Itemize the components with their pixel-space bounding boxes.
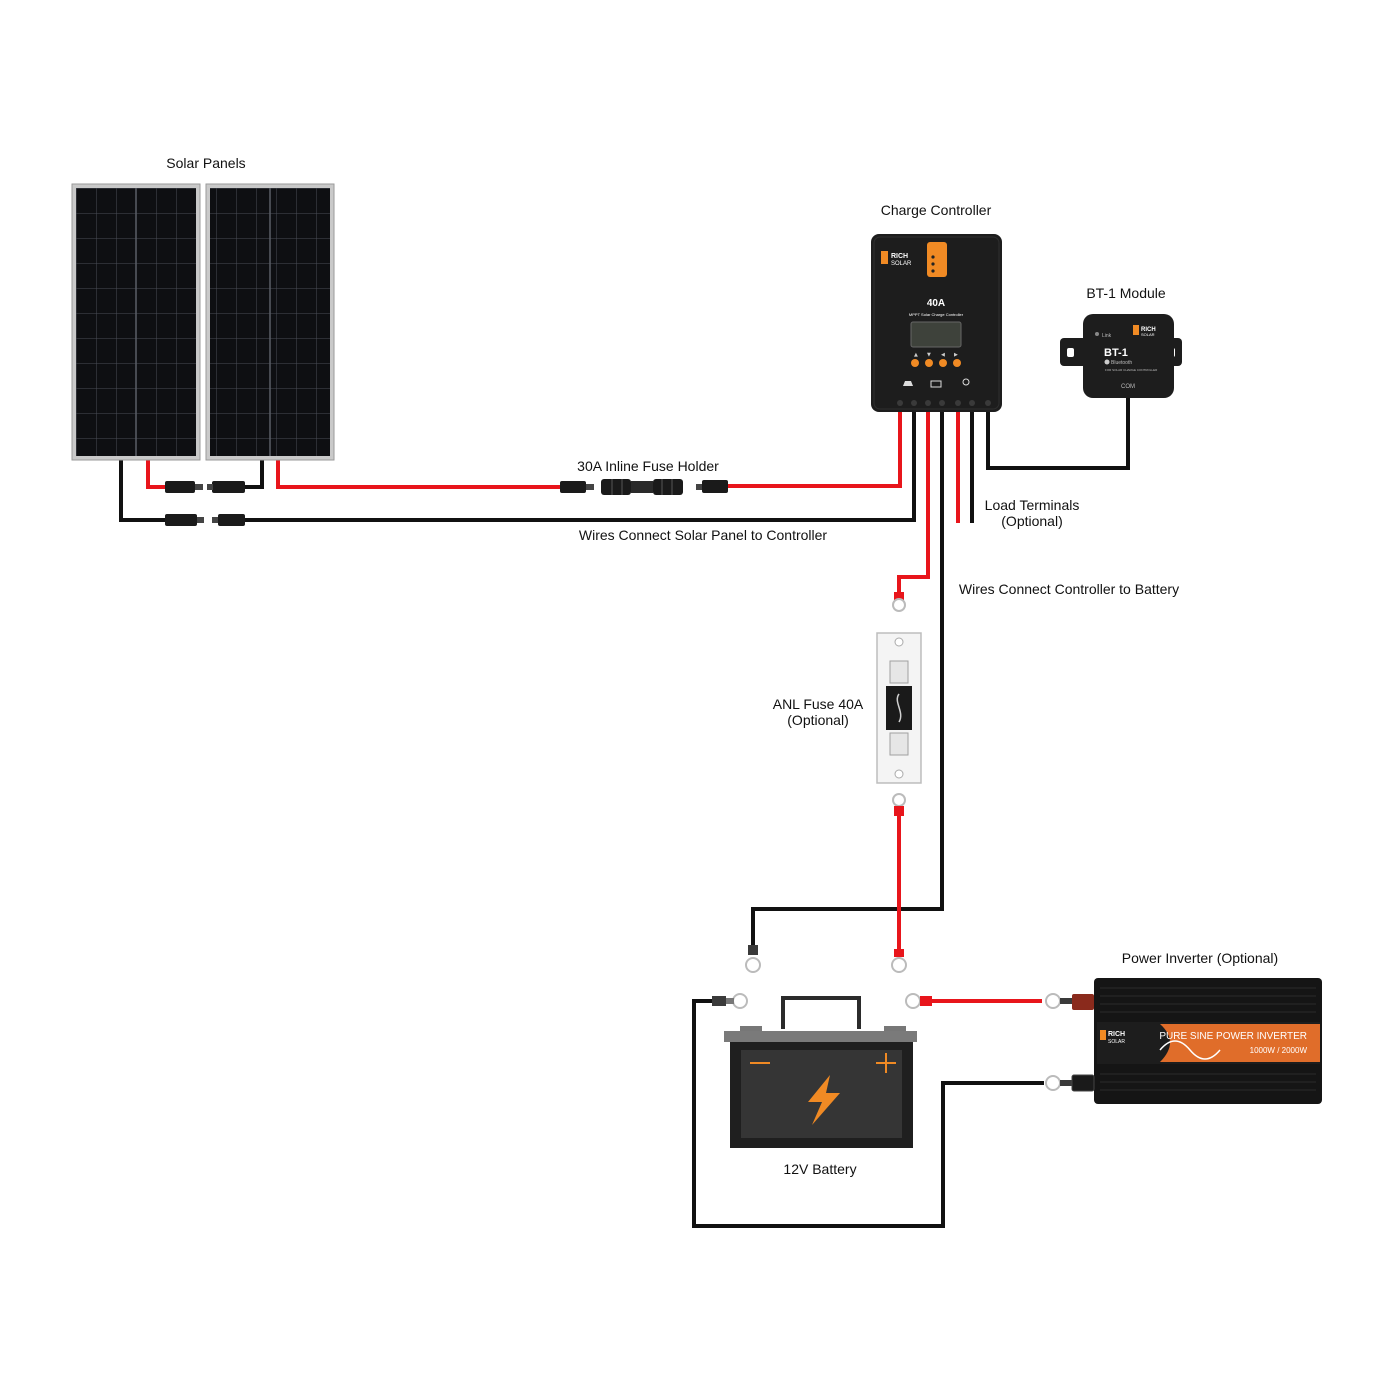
ring-terminal-fuse-top-in [892, 592, 906, 612]
inverter-negative-post [1071, 1074, 1095, 1092]
solar-panel-left [71, 183, 201, 461]
label-anl-fuse-optional: (Optional) [787, 712, 848, 728]
controller-button-3[interactable] [939, 359, 947, 367]
controller-logo-badge [881, 251, 888, 264]
left-arrow-icon: ◀ [941, 352, 945, 358]
controller-button-1[interactable] [911, 359, 919, 367]
controller-button-2[interactable] [925, 359, 933, 367]
ring-terminal-fuse-bottom-out [892, 793, 906, 816]
battery-handle [781, 996, 861, 1029]
bt1-port-label: COM [1121, 384, 1135, 390]
label-power-inverter: Power Inverter (Optional) [1122, 950, 1278, 966]
battery-terminal-icon [930, 380, 942, 388]
solar-panel-right [205, 183, 335, 461]
solar-panels [71, 183, 335, 461]
inverter-title: PURE SINE POWER INVERTER [1159, 1031, 1307, 1042]
inline-fuse-holder [560, 479, 728, 495]
diagram-labels: Solar Panels Charge Controller BT-1 Modu… [166, 155, 1278, 1177]
mc4-connector-pv-neg-2 [212, 514, 245, 526]
bt1-bluetooth-label: Bluetooth [1111, 360, 1132, 366]
bt1-brand-line2: SOLAR [1141, 332, 1155, 337]
panel1-positive-wire [146, 460, 165, 489]
pv-negative-wire-to-controller [245, 412, 916, 522]
bt1-com-cable [986, 398, 1130, 470]
ring-terminal-battery-neg-out [712, 993, 748, 1009]
label-battery: 12V Battery [783, 1161, 856, 1177]
lightning-bolt-icon [808, 1075, 840, 1125]
ring-terminal-battery-pos-out [905, 993, 932, 1009]
ring-terminal-inverter-pos [1045, 993, 1072, 1009]
battery-plus-icon [876, 1053, 896, 1073]
ring-terminal-battery-pos-in [891, 949, 907, 973]
solar-terminal-icon [903, 381, 913, 386]
controller-terminal-screws [897, 400, 991, 406]
battery [712, 945, 932, 1148]
power-inverter: RICH SOLAR PURE SINE POWER INVERTER 1000… [1045, 978, 1322, 1104]
battery-negative-wire [751, 412, 944, 948]
label-solar-panels: Solar Panels [166, 155, 245, 171]
bt1-link-led [1095, 332, 1099, 336]
pv-negative-wire [119, 460, 165, 522]
label-anl-fuse: ANL Fuse 40A [773, 696, 864, 712]
pv-positive-wire [276, 460, 560, 489]
inverter-heatsink-fins [1100, 987, 1316, 1091]
down-arrow-icon: ▼ [927, 352, 931, 358]
bt1-module: Link RICH SOLAR BT-1 Bluetooth FOR SOLAR… [1060, 314, 1182, 398]
controller-brand-line1: RICH [891, 253, 908, 260]
label-bt1-module: BT-1 Module [1086, 285, 1166, 301]
inverter-negative-wire [692, 999, 1044, 1228]
controller-status-panel [927, 242, 947, 277]
mc4-connectors [165, 481, 245, 526]
label-wires-controller-battery: Wires Connect Controller to Battery [959, 581, 1179, 597]
controller-brand-line2: SOLAR [891, 261, 912, 267]
inverter-brand-line2: SOLAR [1108, 1039, 1125, 1045]
controller-lcd-screen [910, 321, 962, 348]
bt1-link-label: Link [1102, 333, 1112, 339]
inverter-positive-post [1072, 994, 1094, 1010]
label-load-terminals: Load Terminals [985, 497, 1080, 513]
charge-controller: RICH SOLAR 40A MPPT Solar Charge Control… [871, 234, 1002, 412]
anl-fuse [876, 592, 922, 816]
mc4-connector-pos-male [165, 481, 203, 493]
wires [119, 398, 1130, 1228]
label-load-terminals-optional: (Optional) [1001, 513, 1062, 529]
controller-button-4[interactable] [953, 359, 961, 367]
inverter-brand-line1: RICH [1108, 1031, 1125, 1038]
label-charge-controller: Charge Controller [881, 202, 992, 218]
mc4-connector-neg-female [207, 481, 245, 493]
load-bulb-icon [962, 378, 970, 386]
inverter-rating: 1000W / 2000W [1250, 1046, 1308, 1055]
panel2-negative-wire [245, 460, 264, 489]
ring-terminal-battery-neg-in [745, 945, 761, 973]
pv-positive-wire-to-controller [728, 412, 902, 488]
up-arrow-icon: ▲ [914, 352, 918, 358]
battery-positive-wire-upper [897, 412, 930, 595]
label-inline-fuse: 30A Inline Fuse Holder [577, 458, 719, 474]
bt1-sub-label: FOR SOLAR CHARGE CONTROLLER [1105, 368, 1158, 372]
mc4-connector-pv-neg-1 [165, 514, 204, 526]
ring-terminal-inverter-neg [1045, 1075, 1072, 1091]
controller-subtitle: MPPT Solar Charge Controller [909, 312, 964, 317]
controller-buttons: ▲ ▼ ◀ ▶ [911, 352, 961, 367]
right-arrow-icon: ▶ [954, 352, 958, 358]
controller-rating: 40A [927, 298, 945, 309]
bt1-model: BT-1 [1104, 347, 1128, 359]
label-wires-panel-controller: Wires Connect Solar Panel to Controller [579, 527, 828, 543]
bluetooth-icon [1104, 359, 1110, 365]
bt1-brand-line1: RICH [1141, 327, 1156, 333]
controller-terminal-icons [903, 378, 970, 388]
